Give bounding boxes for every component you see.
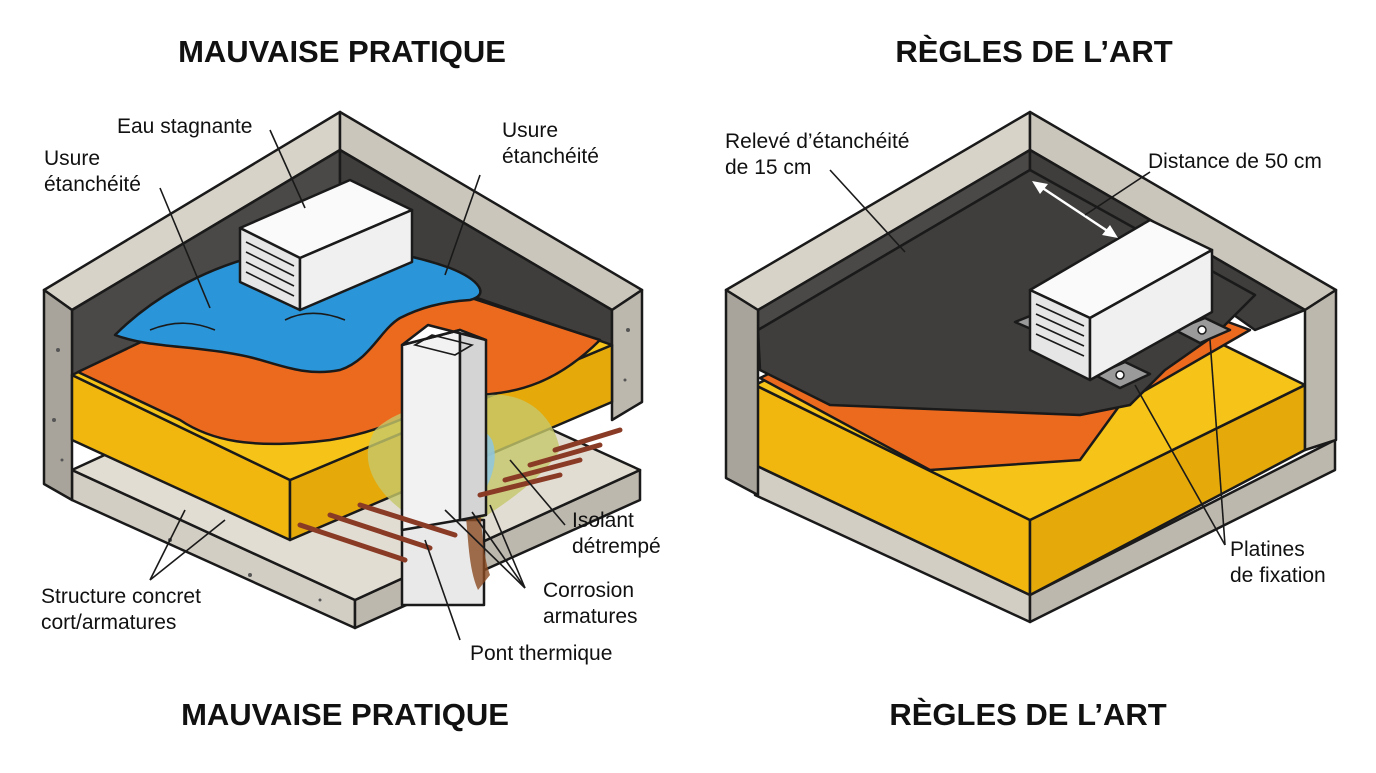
ac-vent-grille [1035,303,1085,357]
label-pont-thermique: Pont thermique [470,642,612,665]
right-title-top: RÈGLES DE L’ART [895,34,1172,69]
right-right-side-wall [1303,288,1338,452]
rebars [297,427,623,563]
right-leader-lines [829,169,1226,546]
label-distance: Distance de 50 cm [1148,150,1322,173]
ac-unit-side [1088,248,1214,382]
rebar [502,457,583,483]
left-leader-lines [149,129,566,641]
pipe-opening [412,334,475,356]
left-title-bottom: MAUVAISE PRATIQUE [181,697,509,732]
label-usure-right-line2: étanchéité [502,145,599,168]
label-corrosion-line2: armatures [543,605,638,628]
label-releve-line1: Relevé d’étanchéité [725,130,909,153]
label-platines-line2: de fixation [1230,564,1326,587]
label-structure-line2: cort/armatures [41,611,176,634]
right-side-wall [610,288,644,422]
left-title-top: MAUVAISE PRATIQUE [178,34,506,69]
rebar [357,502,458,538]
label-corrosion-line1: Corrosion [543,579,634,602]
pipe-thermal-bridge [400,323,490,607]
ac-unit-left [238,178,414,312]
pipe-shaft-side [458,328,488,522]
ac-unit-side [298,208,414,312]
left-roof-section: MAUVAISE PRATIQUE MAUVAISE PRATIQUE Eau … [41,34,661,732]
ac-unit-right [1028,218,1214,382]
right-left-side-wall [724,288,760,497]
label-isolant-line1: Isolant [572,509,634,532]
label-releve-line2: de 15 cm [725,156,811,179]
label-eau-stagnante: Eau stagnante [117,115,252,138]
distance-arrow [1032,181,1118,238]
label-usure-right-line1: Usure [502,119,558,142]
label-structure-line1: Structure concret [41,585,201,608]
pipe-shaft-front [400,328,462,532]
rebar [527,442,603,468]
right-title-bottom: RÈGLES DE L’ART [889,697,1166,732]
rebar [552,427,623,453]
right-roof-section: RÈGLES DE L’ART RÈGLES DE L’ART Relevé d… [724,34,1338,732]
label-isolant-line2: détrempé [572,535,661,558]
water-ripple-2 [284,312,346,321]
ac-vent-grille [245,241,295,297]
label-usure-left-line2: étanchéité [44,173,141,196]
right-slab-front-right [1028,438,1337,624]
water-ripple-1 [149,322,216,331]
left-side-wall [42,288,74,502]
pipe-top [400,323,488,347]
rebar [327,512,433,551]
label-usure-left-line1: Usure [44,147,100,170]
label-platines-line1: Platines [1230,538,1305,561]
rebar [297,522,408,563]
rebar [477,472,563,498]
